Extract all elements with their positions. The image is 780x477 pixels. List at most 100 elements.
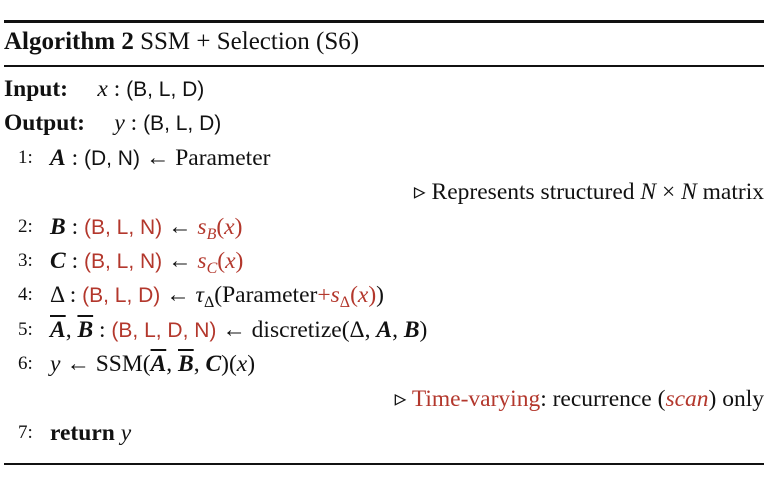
math-token: (	[217, 247, 226, 274]
math-token: A	[150, 351, 167, 378]
math-token: ▹	[394, 385, 412, 412]
bottom-rule	[4, 463, 764, 465]
math-token: y	[50, 351, 61, 378]
math-token: (B, L, N)	[83, 215, 163, 239]
math-token: +	[317, 282, 331, 309]
math-token: ×	[656, 179, 682, 206]
math-token: ← SSM(	[60, 351, 151, 378]
math-token: )	[376, 282, 384, 309]
algorithm-line: 5:A, B : (B, L, D, N) ← discretize(Δ, A,…	[4, 313, 764, 347]
math-token: return	[50, 419, 115, 446]
math-token: (D, N)	[83, 146, 140, 170]
line-number: 1:	[18, 146, 33, 168]
line-content: Δ : (B, L, D) ← τΔ(Parameter+sΔ(x))	[50, 278, 384, 313]
math-token: (B, L, D)	[126, 78, 205, 101]
math-token: (B, L, D)	[143, 112, 222, 136]
math-token: x	[225, 247, 236, 274]
math-token: :	[65, 247, 84, 274]
math-token: (	[216, 213, 225, 240]
line-content: A, B : (B, L, D, N) ← discretize(Δ, A, B…	[50, 313, 427, 348]
math-token: A	[50, 144, 66, 171]
math-token: B	[77, 316, 94, 343]
math-token: (Parameter	[214, 282, 318, 309]
line-number: 6:	[18, 353, 33, 375]
math-token: ▹ Represents structured	[413, 179, 641, 206]
math-token: )	[235, 247, 244, 274]
line-content: ▹ Time-varying: recurrence (scan) only	[395, 382, 764, 416]
math-token: :	[63, 282, 83, 309]
algorithm-line: 6: y ← SSM(A, B, C)(x)	[4, 347, 764, 381]
math-token	[68, 76, 97, 102]
math-token: (B, L, D, N)	[111, 318, 217, 342]
math-token: (B, L, D)	[82, 284, 161, 308]
math-token: x	[97, 76, 108, 102]
line-content: y ← SSM(A, B, C)(x)	[50, 347, 255, 381]
line-number: 7:	[18, 421, 33, 443]
line-content: C : (B, L, N) ← sC(x)	[50, 244, 243, 279]
algorithm-line: 2: B : (B, L, N) ← sB(x)	[4, 210, 764, 244]
math-token	[85, 110, 114, 136]
math-token: ←	[162, 213, 198, 240]
algorithm-comment: ▹ Time-varying: recurrence (scan) only	[4, 382, 764, 416]
math-token: : recurrence (	[540, 385, 666, 412]
math-token: C	[205, 351, 222, 378]
math-token: τ	[195, 282, 204, 309]
math-token: B	[206, 225, 217, 243]
algorithm-title: Algorithm 2 SSM + Selection (S6)	[4, 28, 359, 56]
math-token: B	[178, 351, 194, 378]
math-token: y	[120, 419, 132, 446]
algorithm-label: Algorithm 2	[4, 28, 134, 55]
line-number: 4:	[18, 284, 33, 306]
math-token: y	[114, 110, 125, 137]
math-token: B	[403, 316, 420, 343]
math-token: ,	[65, 316, 78, 343]
line-content: Input: x : (B, L, D)	[4, 72, 204, 107]
math-token: Output:	[4, 110, 85, 137]
algorithm-line: 7: return y	[4, 416, 764, 450]
math-token: C	[50, 247, 66, 274]
math-token: x	[357, 282, 369, 309]
math-token: :	[107, 76, 127, 102]
math-token: ,	[193, 351, 206, 378]
math-token: x	[224, 213, 235, 240]
math-token: N	[640, 179, 657, 206]
math-token: Δ	[339, 294, 351, 312]
title-rule	[4, 65, 764, 67]
line-number: 3:	[18, 249, 33, 271]
math-token: s	[197, 213, 207, 240]
math-token: B	[50, 213, 66, 240]
math-token: (	[350, 282, 358, 309]
algorithm-line: 1: A : (D, N) ← Parameter	[4, 141, 764, 175]
algorithm-line: 4: Δ : (B, L, D) ← τΔ(Parameter+sΔ(x))	[4, 278, 764, 312]
math-token: s	[330, 282, 340, 309]
math-token: ) only	[708, 385, 764, 412]
line-number: 2:	[18, 215, 33, 237]
math-token: ← discretize(Δ,	[216, 316, 377, 343]
math-token: ←	[162, 247, 198, 274]
math-token: Δ	[203, 294, 215, 312]
algorithm-body: Input: x : (B, L, D)Output: y : (B, L, D…	[4, 72, 764, 450]
math-token: )(	[221, 351, 237, 378]
math-token: Δ	[50, 282, 64, 309]
line-content: A : (D, N) ← Parameter	[50, 141, 270, 176]
algorithm-line: 3:C : (B, L, N) ← sC(x)	[4, 244, 764, 278]
top-rule	[4, 20, 764, 23]
math-token: :	[93, 316, 112, 343]
line-content: ▹ Represents structured N × N matrix	[414, 175, 764, 209]
math-token: :	[65, 144, 84, 171]
algorithm-name: SSM + Selection (S6)	[140, 28, 360, 55]
line-content: Output: y : (B, L, D)	[4, 106, 221, 141]
math-token: scan	[665, 385, 709, 412]
algorithm-line: Output: y : (B, L, D)	[4, 106, 764, 140]
math-token: (B, L, N)	[83, 249, 163, 273]
math-token: A	[50, 316, 66, 343]
math-token: ,	[392, 316, 404, 343]
math-token: x	[236, 351, 248, 378]
math-token: matrix	[696, 179, 764, 206]
math-token: )	[247, 351, 256, 378]
math-token: ←	[160, 282, 196, 309]
math-token: A	[376, 316, 393, 343]
line-content: B : (B, L, N) ← sB(x)	[50, 210, 242, 245]
math-token: ← Parameter	[139, 144, 271, 171]
math-token: s	[197, 247, 207, 274]
